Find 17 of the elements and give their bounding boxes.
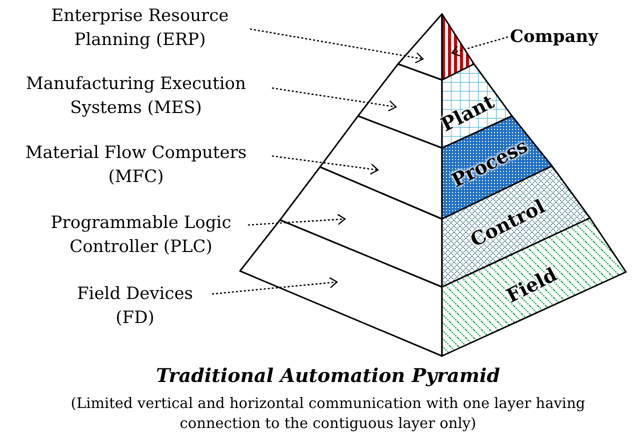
leader-arrow	[272, 155, 379, 175]
diagram-title: Traditional Automation Pyramid	[155, 364, 501, 388]
caption: (Limited vertical and horizontal communication with one layer having connection to the contiguous layer only)	[70, 395, 586, 434]
callout-label: Company	[510, 26, 598, 48]
layer-name: Enterprise Resource Planning (ERP)	[20, 4, 260, 52]
leader-arrow	[272, 87, 397, 112]
layer-name: Manufacturing Execution Systems (MES)	[2, 72, 270, 120]
pyramid-layer	[320, 116, 442, 219]
leader-arrow	[451, 36, 508, 56]
leader-arrow	[248, 214, 346, 226]
pyramid-layer	[280, 167, 442, 287]
leader-arrow	[212, 277, 338, 295]
layer-name: Field Devices (FD)	[60, 282, 210, 330]
leader-arrow	[250, 28, 424, 64]
layer-name: Programmable Logic Controller (PLC)	[18, 211, 264, 259]
layer-name: Material Flow Computers (MFC)	[2, 141, 270, 189]
pyramid-layer-hatched	[442, 14, 474, 80]
